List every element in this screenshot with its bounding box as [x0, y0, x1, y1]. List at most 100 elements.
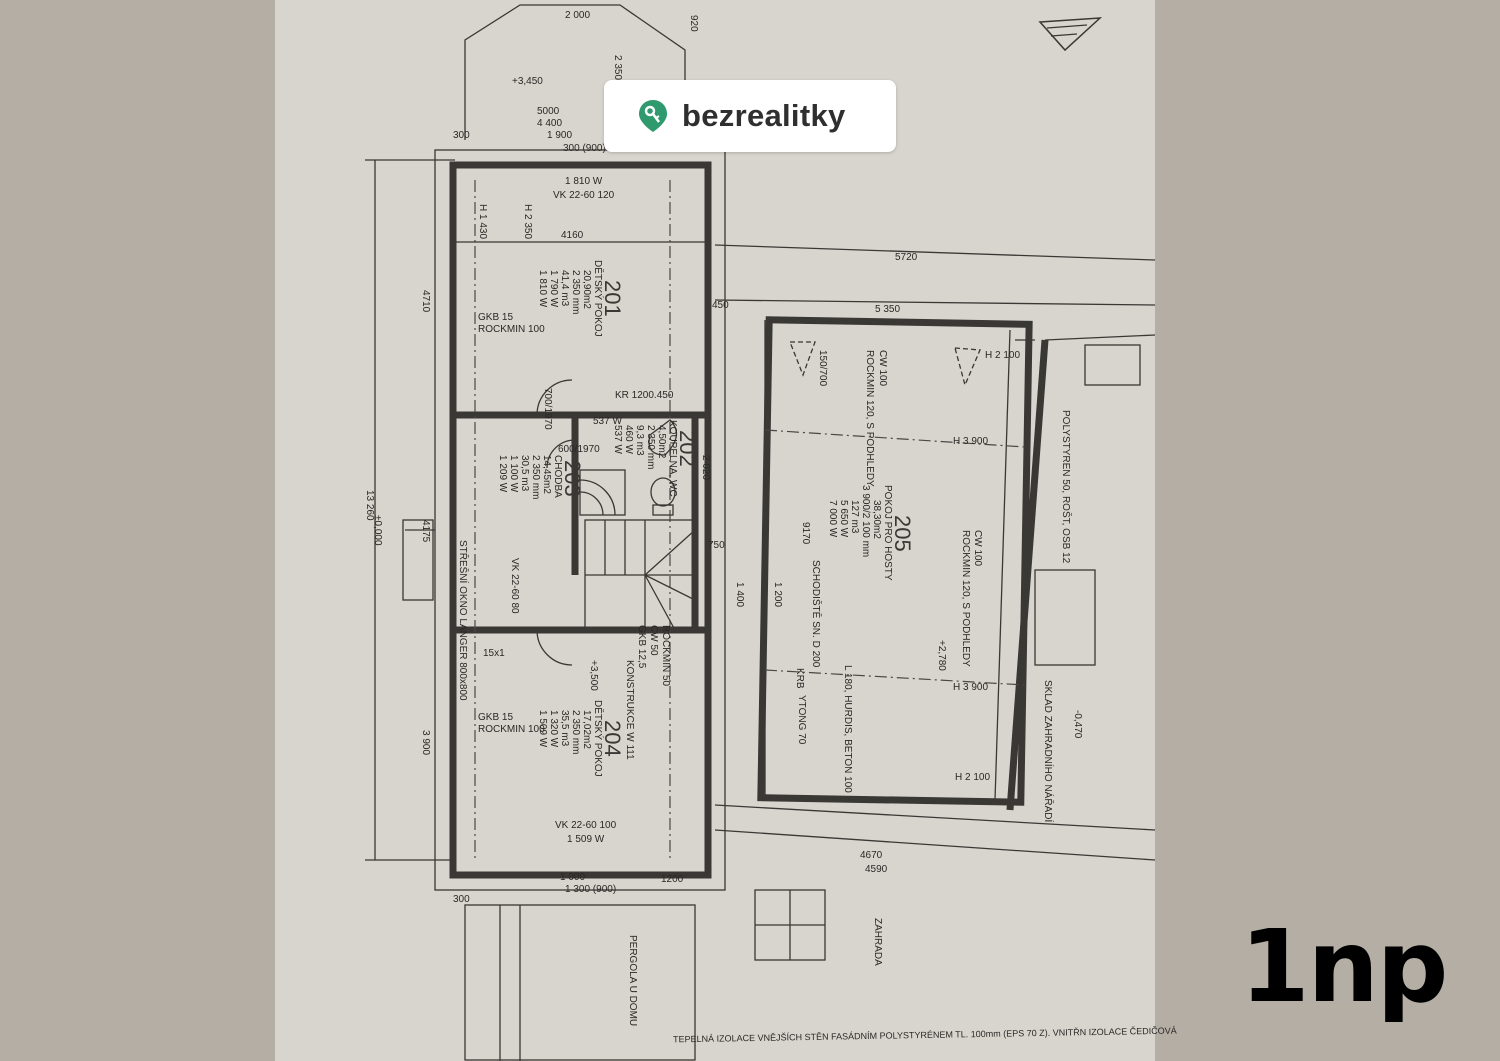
- annotation: CW 50: [648, 625, 659, 656]
- room-area: 17,02m2: [581, 710, 592, 749]
- room-volume: 41,4 m3: [559, 270, 570, 307]
- room-205-label: 205 POKOJ PRO HOSTY 38,30m2 3 900/2 100 …: [827, 485, 915, 581]
- room-volume: 30,5 m3: [519, 455, 530, 492]
- room-height: 2 350 mm: [570, 710, 581, 754]
- room-202-label: 202 KOUPELNA, WC 4,50m2 2 350 mm 9,3 m3 …: [612, 420, 700, 497]
- room-volume: 127 m3: [849, 500, 860, 534]
- north-arrow-icon: [1038, 17, 1103, 52]
- annotation: GKB 12,5: [636, 625, 647, 669]
- dimension: 920: [688, 15, 699, 32]
- dimension: 300: [453, 130, 470, 141]
- room-heat-output: 7 000 W: [827, 500, 838, 538]
- annotation: 600/1970: [558, 444, 600, 455]
- dimension: 1 400: [734, 582, 745, 607]
- annotation: VK 22-60 120: [553, 190, 615, 201]
- annotation: KR 1200.450: [615, 390, 674, 401]
- annotation: ROCKMIN 50: [660, 625, 671, 687]
- toilet-icon: [650, 477, 676, 516]
- annotation: 15x1: [483, 648, 505, 659]
- annotation: H 3 900: [953, 682, 988, 693]
- annotation: CW 100: [972, 530, 983, 567]
- annotation: CW 100: [877, 350, 888, 387]
- brand-name: bezrealitky: [682, 98, 846, 133]
- annotations: GKB 15 ROCKMIN 100 GKB 15 ROCKMIN 100 KR…: [372, 76, 1083, 1026]
- room-201-label: 201 DĚTSKÝ POKOJ 20,90m2 2 350 mm 41,4 m…: [537, 260, 625, 337]
- dimension: 1 300 (900): [565, 884, 616, 895]
- room-height: 2 350 mm: [530, 455, 541, 499]
- annotation: VK 22-60 100: [555, 820, 617, 831]
- room-name: CHODBA: [552, 455, 563, 498]
- door-204: [536, 629, 573, 666]
- staircase: [584, 519, 696, 631]
- annotation: 1 810 W: [565, 176, 603, 187]
- annotation: L 180, HURDIS, BETON 100: [842, 665, 853, 793]
- annotation: H 2 100: [955, 772, 990, 783]
- annotation: ROCKMIN 100: [478, 724, 545, 735]
- floor-label: 1np: [1240, 908, 1448, 1025]
- storage-shelf: [1084, 344, 1141, 386]
- dimension: 5720: [895, 252, 918, 263]
- annotation: GKB 15: [478, 312, 513, 323]
- annotation: ROCKMIN 120, S PODHLEDY: [960, 530, 971, 667]
- dimension: 4160: [561, 230, 584, 241]
- room-area: 4,50m2: [656, 425, 667, 459]
- area-label: PERGOLA U DOMU: [627, 935, 638, 1026]
- dimension: 150/700: [817, 350, 828, 387]
- room-heat-output: 1 509 W: [537, 710, 548, 748]
- room-volume: 9,3 m3: [634, 425, 645, 456]
- dimension: 13 260: [364, 490, 375, 521]
- level-marker: +3,500: [588, 660, 599, 691]
- room-number: 204: [600, 720, 625, 757]
- dimension: 4670: [860, 850, 883, 861]
- room-number: 203: [560, 460, 585, 497]
- area-label: ZAHRADA: [872, 918, 883, 966]
- dimension: 1 000: [560, 872, 585, 883]
- level-marker: +2,780: [936, 640, 947, 671]
- door-202: [546, 439, 576, 469]
- annotation: 700/1970: [542, 388, 553, 430]
- dimension: 5 350: [875, 304, 900, 315]
- room-name: KOUPELNA, WC: [667, 420, 678, 497]
- outer-insulation-line: [434, 149, 726, 891]
- room-204-label: 204 DĚTSKÝ POKOJ 17,02m2 2 350 mm 35,5 m…: [537, 700, 625, 777]
- annotation: KRB: [794, 668, 805, 689]
- level-marker: ±0,000: [372, 515, 383, 546]
- annotation: H 3 900: [953, 436, 988, 447]
- bay-window-outline: [464, 4, 686, 140]
- level-marker: -0,470: [1072, 710, 1083, 739]
- wall-205-storage: [1006, 339, 1049, 811]
- exterior-wall-left-block: [449, 161, 712, 879]
- annotation: ROCKMIN 100: [478, 324, 545, 335]
- dimension: 2 020: [700, 455, 711, 480]
- room-height: 3 900/2 100 mm: [860, 485, 871, 557]
- level-marker: +3,450: [512, 76, 543, 87]
- dimension: 4590: [865, 864, 888, 875]
- dimension: 1 900: [547, 130, 572, 141]
- room-name: DĚTSKÝ POKOJ: [592, 260, 605, 337]
- dimension: 750: [708, 540, 725, 551]
- pergola-outline: [464, 904, 696, 1061]
- annotation: GKB 15: [478, 712, 513, 723]
- dimension: 2 350: [612, 55, 623, 80]
- room-height: 2 350 mm: [570, 270, 581, 314]
- room-volume: 35,5 m3: [559, 710, 570, 747]
- dimension: 3 900: [420, 730, 431, 755]
- room-number: 205: [890, 515, 915, 552]
- dimension: 300 (900): [563, 143, 606, 154]
- dimension: 4710: [420, 290, 431, 313]
- room-area: 20,90m2: [581, 270, 592, 309]
- annotation: H 2 350: [522, 204, 533, 239]
- annotation: 1 509 W: [567, 834, 605, 845]
- room-heat-loss: 1 100 W: [508, 455, 519, 493]
- room-number: 201: [600, 280, 625, 317]
- annotation: VK 22-60 80: [509, 558, 520, 614]
- room-heat-loss: 5 650 W: [838, 500, 849, 538]
- bezrealitky-logo: bezrealitky: [604, 80, 896, 152]
- room-name: POKOJ PRO HOSTY: [882, 485, 893, 581]
- dimension: 2 000: [565, 10, 590, 21]
- room-heat-output: 1 209 W: [497, 455, 508, 493]
- room-heat-loss: 1 790 W: [548, 270, 559, 308]
- annotation: SCHODIŠTĚ SN. D 200: [810, 560, 823, 668]
- room-203-label: 203 CHODBA 14,45m2 2 350 mm 30,5 m3 1 10…: [497, 455, 585, 499]
- room-number: 202: [675, 430, 700, 467]
